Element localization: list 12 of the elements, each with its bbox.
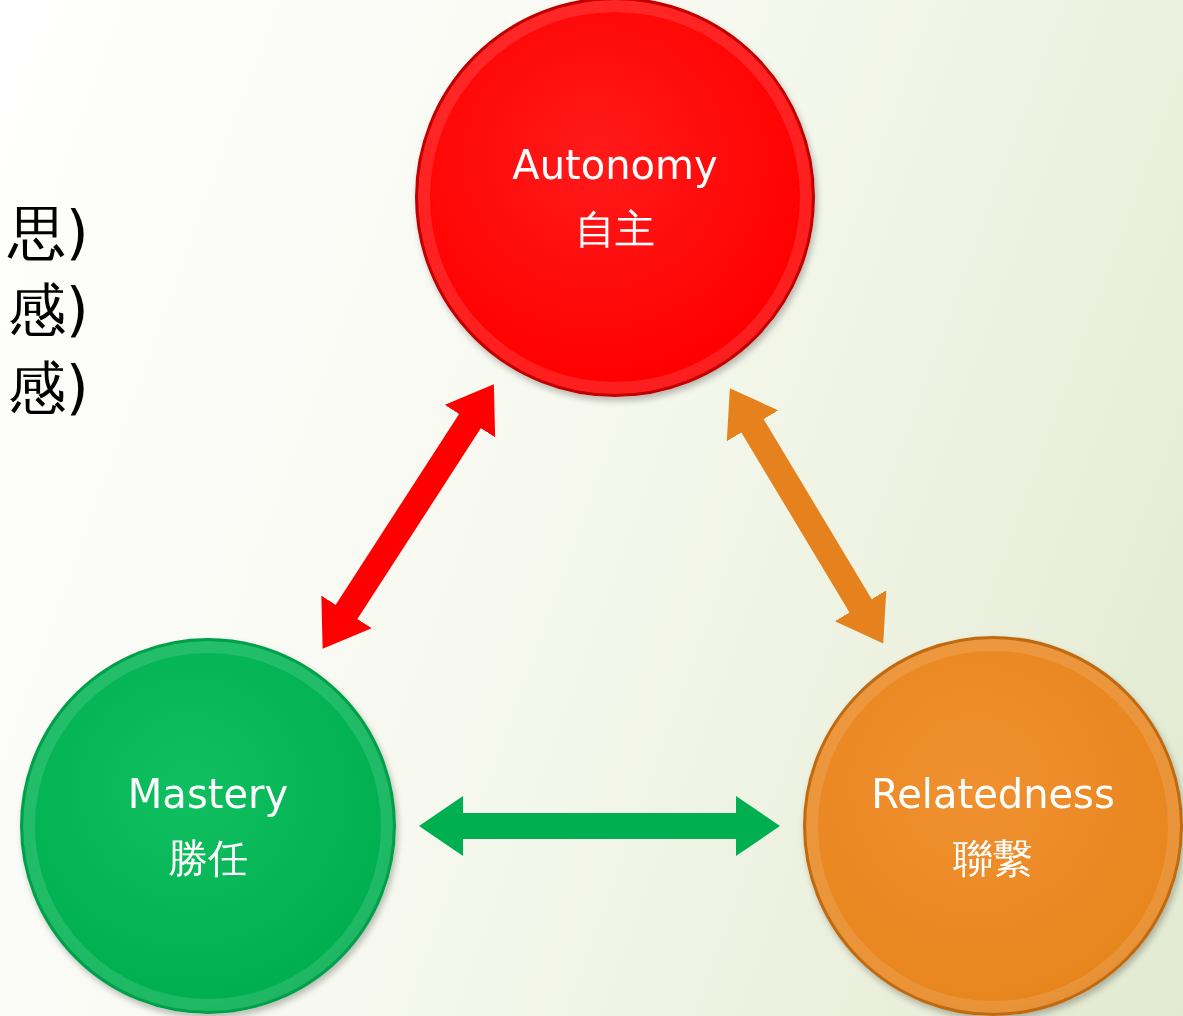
node-title: Mastery: [127, 770, 289, 819]
node-subtitle: 自主: [575, 205, 655, 254]
double-arrow: [419, 796, 780, 856]
side-text: 思): [8, 198, 89, 269]
double-arrow: [726, 388, 887, 644]
double-arrow: [321, 384, 496, 649]
node-subtitle: 聯繫: [953, 834, 1033, 883]
side-text: 感): [8, 275, 89, 346]
node-subtitle: 勝任: [168, 834, 248, 883]
node-title: Autonomy: [512, 141, 718, 190]
node-title: Relatedness: [871, 770, 1115, 819]
side-text: 感): [8, 353, 89, 424]
